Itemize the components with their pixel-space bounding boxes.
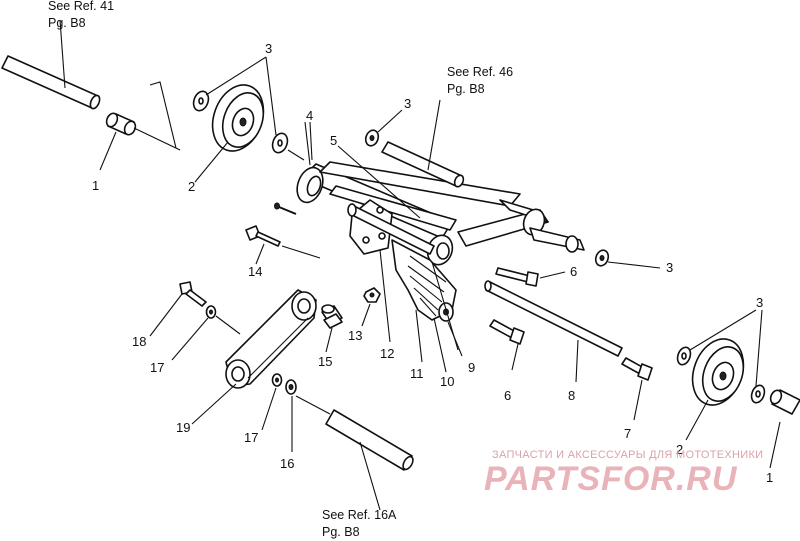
lower-shaft — [295, 395, 414, 511]
bolt-14 — [245, 225, 321, 265]
leader-4 — [309, 121, 313, 161]
rear-arm-assembly — [296, 121, 585, 266]
callout-3: 3 — [666, 260, 673, 275]
reference-ref16a: See Ref. 16A Pg. B8 — [322, 508, 397, 539]
watermark-brand: PARTSFOR.RU — [484, 460, 738, 498]
mid-shaft — [381, 99, 465, 188]
callout-6: 6 — [504, 388, 511, 403]
leader-5 — [337, 145, 421, 219]
callout-11: 11 — [410, 366, 424, 381]
callout-13: 13 — [348, 328, 362, 343]
callout-1: 1 — [92, 178, 99, 193]
washer-upper-left — [192, 90, 210, 112]
reference-page: Pg. B8 — [322, 525, 360, 539]
reference-page: Pg. B8 — [48, 16, 86, 30]
bolt-6-lower — [489, 319, 525, 371]
washer-upper-right — [271, 132, 305, 161]
callout-6: 6 — [570, 264, 577, 279]
long-axle — [484, 280, 623, 383]
reference-ref41: See Ref. 41 Pg. B8 — [48, 0, 114, 30]
watermark-tagline: ЗАПЧАСТИ И АКСЕССУАРЫ ДЛЯ МОТОТЕХНИКИ — [492, 449, 763, 461]
callout-19: 19 — [176, 420, 190, 435]
callout-17: 17 — [150, 360, 164, 375]
callout-14: 14 — [248, 264, 262, 279]
washer-lower-left — [676, 346, 692, 366]
reference-label: See Ref. 46 — [447, 65, 513, 79]
callout-2: 2 — [188, 179, 195, 194]
callout-3: 3 — [756, 295, 763, 310]
callout-3: 3 — [265, 41, 272, 56]
spring-assembly — [391, 239, 457, 322]
callout-4: 4 — [306, 108, 313, 123]
bushing-15 — [321, 304, 343, 353]
callout-8: 8 — [568, 388, 575, 403]
callout-5: 5 — [330, 133, 337, 148]
callout-labels: 1 2 3 3 4 5 14 6 3 3 18 17 13 12 15 11 1… — [92, 41, 773, 485]
callout-17: 17 — [244, 430, 258, 445]
cross-shaft — [347, 203, 435, 255]
idler-wheel-upper — [194, 84, 265, 183]
washer-17-upper — [171, 305, 241, 361]
reference-label: See Ref. 16A — [322, 508, 397, 522]
watermark: ЗАПЧАСТИ И АКСЕССУАРЫ ДЛЯ МОТОТЕХНИКИ PA… — [484, 449, 763, 498]
bolt-6-upper — [495, 267, 566, 287]
reference-page: Pg. B8 — [447, 82, 485, 96]
washer-arm-right — [594, 249, 661, 269]
nut-16 — [285, 379, 297, 452]
callout-10: 10 — [440, 374, 454, 389]
callout-7: 7 — [624, 426, 631, 441]
bushing-upper-left — [99, 112, 181, 171]
callout-3: 3 — [404, 96, 411, 111]
washer-mid — [364, 109, 403, 147]
callout-9: 9 — [468, 360, 475, 375]
bushing-lower-right — [769, 389, 800, 469]
idler-wheel-lower — [685, 338, 745, 441]
callout-16: 16 — [280, 456, 294, 471]
washer-17-lower — [261, 373, 283, 431]
leaders-3-upper — [149, 56, 277, 149]
small-bolt — [274, 202, 297, 215]
reference-ref46: See Ref. 46 Pg. B8 — [447, 65, 513, 96]
washer-lower-right — [750, 384, 766, 404]
nut-13 — [361, 287, 381, 327]
bolt-18 — [149, 281, 207, 337]
link-arm — [191, 289, 317, 425]
callout-12: 12 — [380, 346, 394, 361]
callout-1: 1 — [766, 470, 773, 485]
leaders-spring — [379, 249, 463, 373]
callout-2: 2 — [676, 442, 683, 457]
leaders-3-lower — [689, 309, 763, 387]
bolt-7 — [621, 357, 653, 421]
callout-18: 18 — [132, 334, 146, 349]
reference-label: See Ref. 41 — [48, 0, 114, 13]
callout-15: 15 — [318, 354, 332, 369]
upper-shaft — [1, 19, 101, 110]
